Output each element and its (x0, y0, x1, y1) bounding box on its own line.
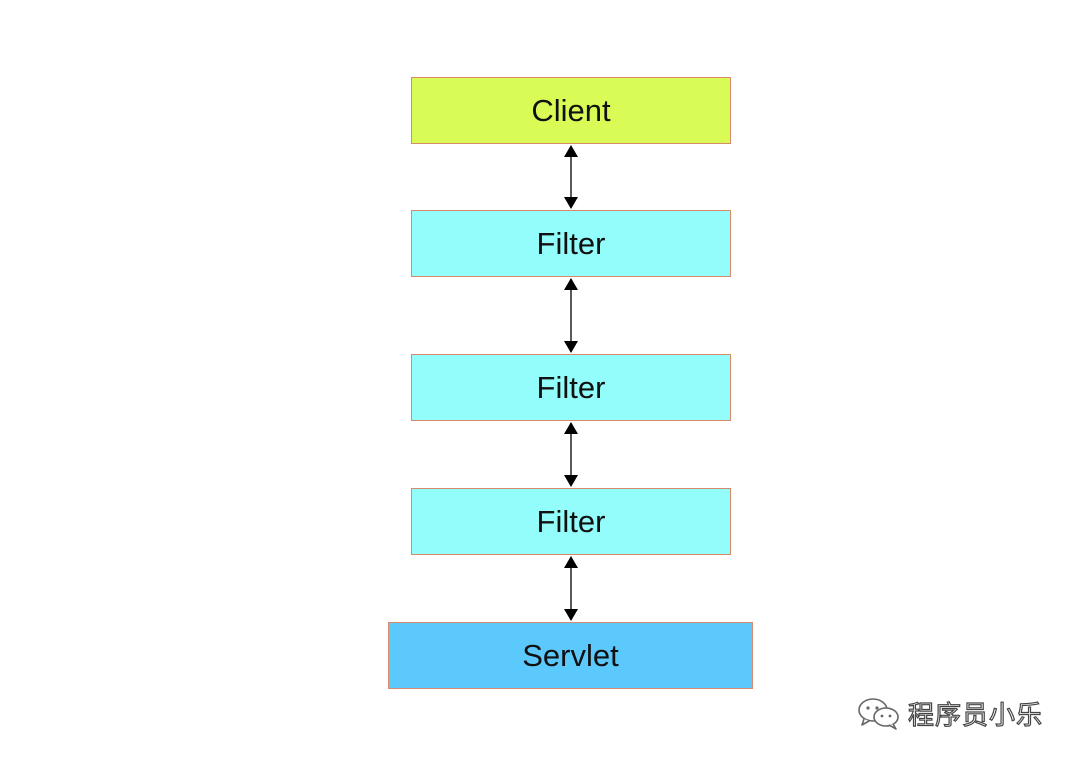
servlet-node: Servlet (388, 622, 753, 689)
wechat-icon (858, 698, 899, 730)
filter-label-1: Filter (536, 225, 606, 261)
watermark: 程序员小乐 (856, 693, 1043, 733)
client-node: Client (411, 77, 731, 144)
filter-label-2: Filter (536, 369, 606, 405)
watermark-text: 程序员小乐 (907, 700, 1044, 731)
client-label: Client (531, 92, 611, 128)
servlet-label: Servlet (522, 637, 619, 673)
filter-node-3: Filter (411, 488, 731, 555)
filter-node-2: Filter (411, 354, 731, 421)
filter-label-3: Filter (536, 503, 606, 539)
filter-node-1: Filter (411, 210, 731, 277)
